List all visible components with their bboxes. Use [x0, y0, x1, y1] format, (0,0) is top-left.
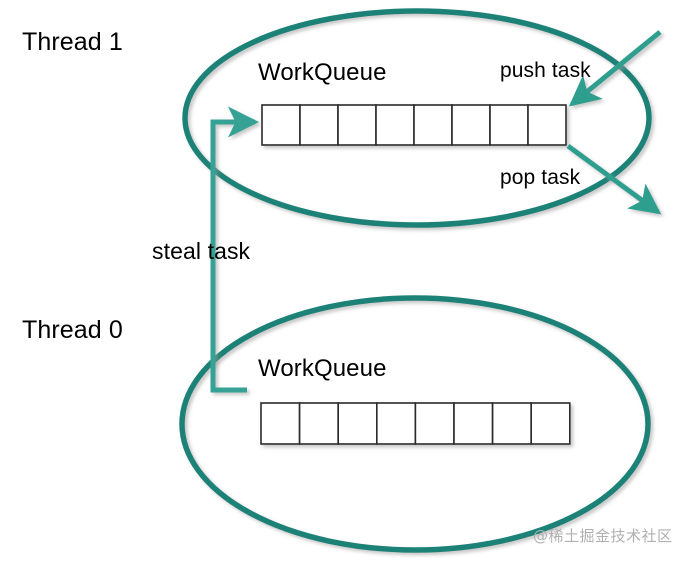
push-task-arrow: [568, 30, 662, 107]
steal-task-label: steal task: [152, 238, 251, 264]
thread-1-workqueue-label: WorkQueue: [258, 59, 387, 86]
queue-cell: [414, 402, 455, 445]
thread-0-ellipse: [179, 295, 651, 553]
thread-0-workqueue-label: WorkQueue: [258, 355, 387, 382]
steal-task-arrow: [210, 106, 259, 393]
queue-cell: [375, 104, 415, 146]
queue-cell: [451, 104, 491, 146]
queue-cell: [489, 104, 529, 146]
queue-cell: [261, 104, 301, 146]
queue-cell: [260, 402, 301, 445]
thread-0-queue: [260, 402, 571, 445]
thread-1-queue: [261, 104, 567, 146]
thread-0-label: Thread 0: [22, 316, 123, 344]
push-task-label: push task: [500, 59, 591, 82]
queue-cell: [527, 104, 567, 146]
watermark: @稀土掘金技术社区: [533, 527, 673, 545]
pop-task-label: pop task: [500, 166, 581, 189]
queue-cell: [337, 402, 378, 445]
queue-cell: [299, 104, 339, 146]
thread-1-ellipse: [182, 8, 652, 228]
queue-cell: [413, 104, 453, 146]
queue-cell: [375, 402, 417, 445]
queue-cell: [337, 104, 377, 146]
thread-1-label: Thread 1: [22, 28, 123, 56]
queue-cell: [491, 402, 533, 445]
queue-cell: [298, 402, 340, 445]
queue-cell: [530, 402, 571, 445]
pop-task-arrow: [566, 143, 662, 215]
queue-cell: [453, 402, 494, 445]
